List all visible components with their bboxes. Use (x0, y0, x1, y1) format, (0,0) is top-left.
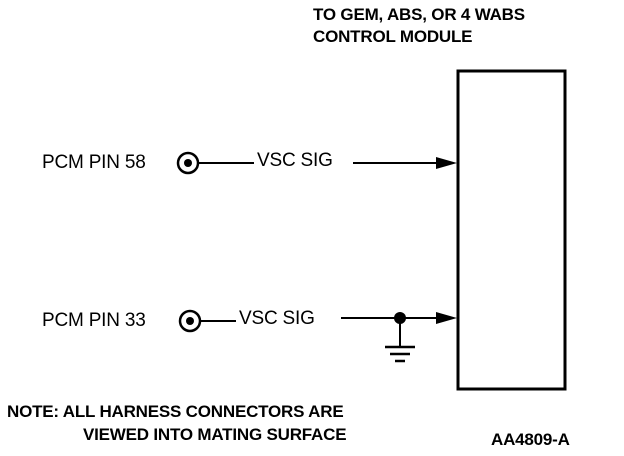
note-line1: NOTE: ALL HARNESS CONNECTORS ARE (7, 402, 344, 421)
pin-58-label: PCM PIN 58 (42, 152, 146, 173)
figure-id: AA4809-A (491, 430, 570, 449)
ground-icon (385, 318, 415, 363)
control-module-box (456, 69, 567, 391)
note-line2: VIEWED INTO MATING SURFACE (83, 425, 347, 444)
arrow-right-icon (436, 312, 457, 324)
pin-33-label: PCM PIN 33 (42, 310, 146, 331)
connector-circle-icon (178, 309, 202, 333)
signal-label-1: VSC SIG (257, 150, 333, 171)
arrow-right-icon (436, 157, 457, 169)
signal-label-2: VSC SIG (239, 308, 315, 329)
module-title-line1: TO GEM, ABS, OR 4 WABS (313, 5, 525, 24)
connector-circle-icon (176, 151, 200, 175)
module-title-line2: CONTROL MODULE (313, 27, 473, 46)
